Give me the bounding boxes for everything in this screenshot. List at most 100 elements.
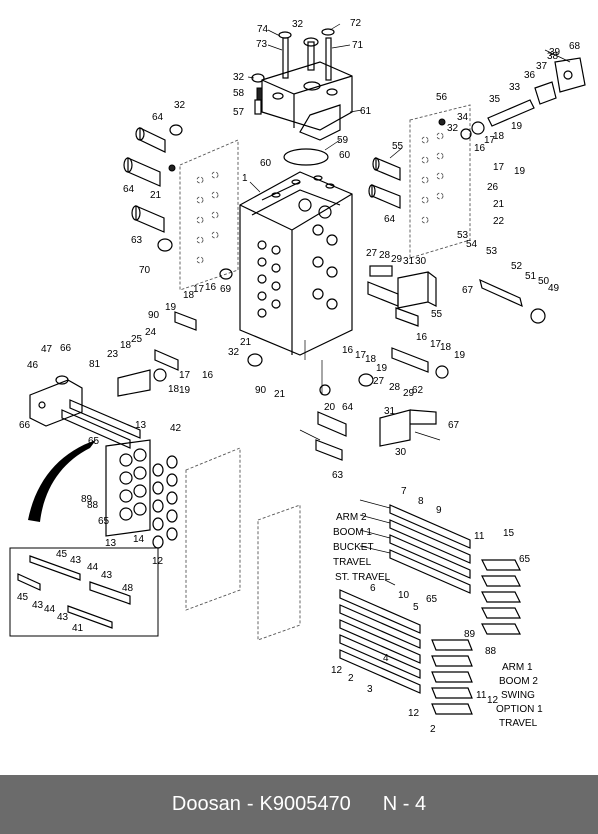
callout-30: 30 <box>395 447 407 458</box>
callout-27: 27 <box>366 248 378 259</box>
callout-66: 66 <box>60 343 72 354</box>
footer-bar: Doosan - K9005470 N - 4 <box>0 775 598 834</box>
label-st-travel: ST. TRAVEL <box>335 572 391 583</box>
callout-21: 21 <box>240 337 252 348</box>
callout-19: 19 <box>165 302 177 313</box>
leader-lines <box>247 23 571 586</box>
callout-19: 19 <box>514 166 526 177</box>
callout-47: 47 <box>41 344 53 355</box>
callout-70: 70 <box>139 265 151 276</box>
callout-64: 64 <box>342 402 354 413</box>
callout-21: 21 <box>274 389 286 400</box>
callout-24: 24 <box>145 327 157 338</box>
detail-box-parts <box>17 555 131 629</box>
callout-35: 35 <box>489 94 501 105</box>
callout-16: 16 <box>205 282 217 293</box>
callout-16: 16 <box>474 143 486 154</box>
lower-left-spools <box>61 399 141 449</box>
callout-7: 7 <box>401 486 407 497</box>
callout-6: 6 <box>370 583 376 594</box>
callout-18: 18 <box>440 342 452 353</box>
callout-65: 65 <box>98 516 110 527</box>
callout-60: 60 <box>260 158 272 169</box>
callout-44: 44 <box>44 604 56 615</box>
section-plate-lower-right <box>257 504 301 641</box>
callout-18: 18 <box>183 290 195 301</box>
callout-38: 38 <box>547 51 559 62</box>
callout-10: 10 <box>398 590 410 601</box>
callout-88: 88 <box>87 500 99 511</box>
callout-32: 32 <box>292 19 304 30</box>
upper-right-spool-assembly <box>438 57 586 140</box>
callout-13: 13 <box>105 538 117 549</box>
detail-arrow <box>28 440 96 522</box>
callout-12: 12 <box>487 695 499 706</box>
top-cover-assembly <box>251 28 353 141</box>
callout-71: 71 <box>352 40 364 51</box>
callout-49: 49 <box>548 283 560 294</box>
callout-11: 11 <box>476 690 487 701</box>
callout-36: 36 <box>524 70 536 81</box>
callout-8: 8 <box>418 496 424 507</box>
label-bucket: BUCKET <box>333 542 374 553</box>
callout-19: 19 <box>454 350 466 361</box>
callout-41: 41 <box>72 623 84 634</box>
section-plate-right-upper <box>409 104 471 259</box>
callout-9: 9 <box>436 505 442 516</box>
callout-17: 17 <box>179 370 191 381</box>
callout-63: 63 <box>332 470 344 481</box>
o-ring-59 <box>283 148 329 166</box>
o-rings-12-left <box>152 455 178 549</box>
callout-48: 48 <box>122 583 134 594</box>
callout-20: 20 <box>324 402 336 413</box>
main-valve-body <box>239 171 353 356</box>
callout-30: 30 <box>415 256 427 267</box>
callout-18: 18 <box>493 131 505 142</box>
callout-11: 11 <box>474 531 485 542</box>
callout-31: 31 <box>403 256 415 267</box>
callout-59: 59 <box>337 135 349 146</box>
label-boom-1: BOOM 1 <box>333 527 372 538</box>
label-travel-upper: TRAVEL <box>333 557 372 568</box>
callout-63: 63 <box>131 235 143 246</box>
callout-55: 55 <box>431 309 443 320</box>
callout-17: 17 <box>493 162 505 173</box>
callout-17: 17 <box>430 339 442 350</box>
callout-19: 19 <box>376 363 388 374</box>
spring-caps-11-upper <box>481 559 521 635</box>
callout-16: 16 <box>202 370 214 381</box>
exploded-parts-diagram: 7432727371325857613264605960555632343533… <box>9 18 586 735</box>
callout-5: 5 <box>413 602 419 613</box>
callout-43: 43 <box>32 600 44 611</box>
callout-37: 37 <box>536 61 548 72</box>
part-number: K9005470 <box>259 793 351 815</box>
detail-box <box>9 547 159 637</box>
callout-65: 65 <box>88 436 100 447</box>
callout-90: 90 <box>255 385 267 396</box>
callout-45: 45 <box>56 549 68 560</box>
callout-23: 23 <box>107 349 119 360</box>
callout-25: 25 <box>131 334 143 345</box>
right-block-30-upper <box>367 265 546 327</box>
label-arm-2: ARM 2 <box>336 512 367 523</box>
callout-88: 88 <box>485 646 497 657</box>
callout-29: 29 <box>391 254 403 265</box>
middle-fittings <box>315 347 449 461</box>
callout-42: 42 <box>170 423 182 434</box>
callout-45: 45 <box>17 592 29 603</box>
section-plate-left-lower <box>185 447 241 611</box>
label-option-1: OPTION 1 <box>496 704 543 715</box>
callout-4: 4 <box>383 653 389 664</box>
callout-52: 52 <box>511 261 523 272</box>
callout-58: 58 <box>233 88 245 99</box>
callout-2: 2 <box>348 673 354 684</box>
callout-12: 12 <box>408 708 420 719</box>
callout-18: 18 <box>168 384 180 395</box>
footer-dash: - <box>246 793 254 815</box>
callout-18: 18 <box>365 354 377 365</box>
callout-65: 65 <box>426 594 438 605</box>
callout-74: 74 <box>257 24 269 35</box>
callout-68: 68 <box>569 41 581 52</box>
callout-53: 53 <box>457 230 469 241</box>
